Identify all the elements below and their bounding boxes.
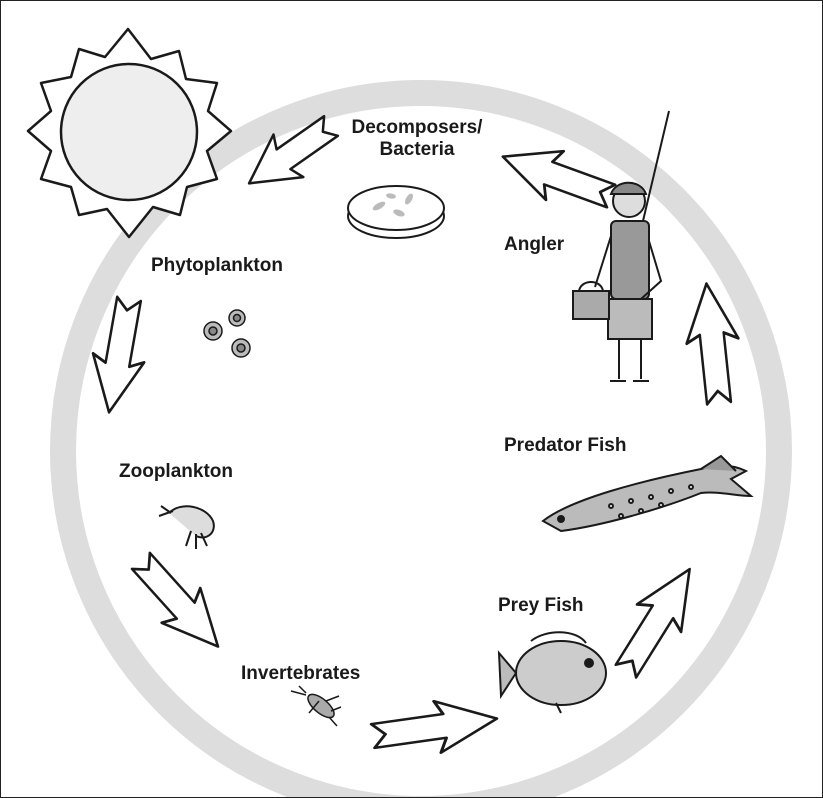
shrimp-icon [159, 506, 214, 549]
label-invertebrates: Invertebrates [241, 663, 360, 685]
label-decomposers-line2: Bacteria [327, 139, 507, 161]
label-decomposers: Decomposers/ Bacteria [327, 117, 507, 161]
petri-dish-icon [348, 186, 444, 238]
phytoplankton-icon [204, 310, 250, 357]
insect-larva-icon [291, 686, 341, 726]
sunfish-icon [499, 632, 606, 713]
label-prey-fish: Prey Fish [498, 595, 584, 617]
label-decomposers-line1: Decomposers/ [327, 117, 507, 139]
sun-icon [28, 29, 231, 237]
arrow-invertebrates-to-prey-fish [369, 693, 500, 762]
pike-icon [543, 456, 751, 531]
label-phytoplankton: Phytoplankton [151, 255, 283, 277]
label-zooplankton: Zooplankton [119, 461, 233, 483]
arrow-zooplankton-to-invertebrates [122, 544, 238, 664]
label-predator-fish: Predator Fish [504, 435, 626, 457]
label-angler: Angler [504, 234, 564, 256]
